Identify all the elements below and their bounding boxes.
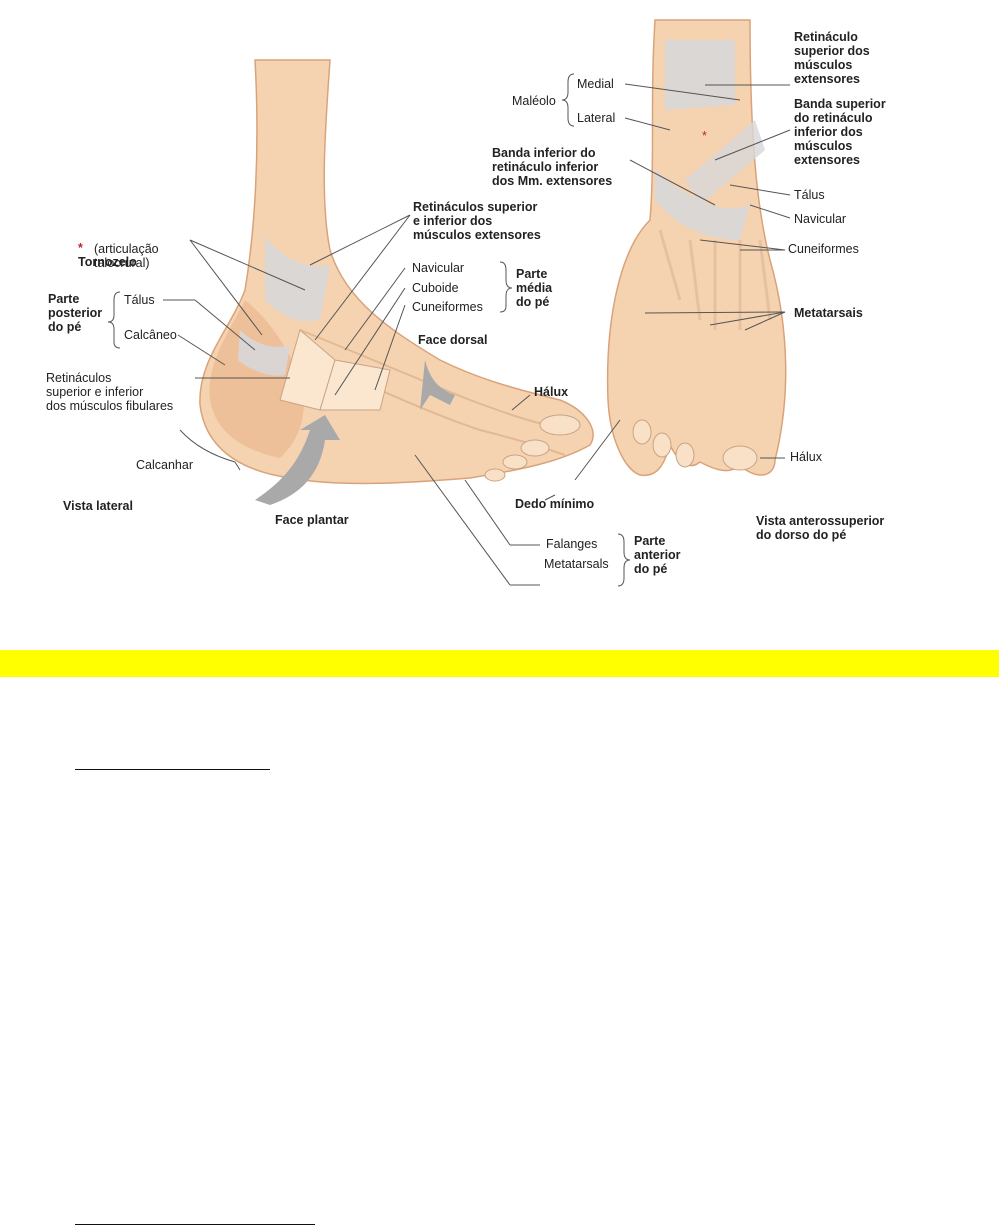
- superior-band-label: Banda superior do retináculo inferior do…: [794, 97, 886, 167]
- malleolus-label: Maléolo: [512, 94, 556, 108]
- medial-malleolus-label: Medial: [577, 77, 614, 91]
- cuneiforms-label-dorsal: Cuneiformes: [788, 242, 859, 256]
- hallux-label-dorsal: Hálux: [790, 450, 822, 464]
- superior-extensor-retinaculum-label: Retináculo superior dos músculos extenso…: [794, 30, 870, 86]
- dorsal-leader-lines: [574, 83, 791, 481]
- lateral-foot-drawing: [199, 59, 594, 485]
- cuboid-label: Cuboide: [412, 281, 459, 295]
- little-toe-label: Dedo mínimo: [515, 497, 595, 511]
- heel-label: Calcanhar: [136, 458, 193, 472]
- inferior-band-label: Banda inferior do retináculo inferior do…: [492, 146, 613, 188]
- ankle-star-mark: *: [78, 241, 83, 255]
- dorsal-view-title: Vista anterossuperior do dorso do pé: [756, 514, 885, 542]
- phalanges-label: Falanges: [546, 537, 598, 551]
- extensor-retinacula-label: Retináculos superior e inferior dos músc…: [413, 200, 541, 242]
- anatomy-figure: * Tornozelo (articulação talocrural) Ret…: [46, 19, 886, 587]
- navicular-label-dorsal: Navicular: [794, 212, 847, 226]
- face-dorsal-arrow: [420, 360, 455, 410]
- highlight-bar: [0, 650, 999, 677]
- midfoot-group-label: Parte média do pé: [516, 267, 553, 309]
- brackets: [107, 73, 631, 587]
- lateral-view-title: Vista lateral: [63, 499, 133, 513]
- metatarsals-label-lateral: Metatarsals: [544, 557, 609, 571]
- forefoot-group-label: Parte anterior do pé: [634, 534, 681, 576]
- face-dorsal-label: Face dorsal: [418, 333, 488, 347]
- dorsal-foot-drawing: [606, 19, 787, 476]
- blank-underline-2: [75, 1224, 315, 1225]
- hindfoot-group-label: Parte posterior do pé: [48, 292, 103, 334]
- foot-illustration: [107, 19, 791, 587]
- dorsal-star-mark: *: [702, 129, 707, 143]
- ankle-label: * Tornozelo: [78, 227, 137, 269]
- face-plantar-arrow: [255, 415, 340, 505]
- hallux-label-lateral: Hálux: [534, 385, 569, 399]
- face-plantar-label: Face plantar: [275, 513, 349, 527]
- talus-label-dorsal: Tálus: [794, 188, 825, 202]
- lateral-malleolus-label: Lateral: [577, 111, 616, 125]
- cuneiforms-label-lateral: Cuneiformes: [412, 300, 483, 314]
- blank-underline-1: [75, 769, 270, 770]
- navicular-label-lateral: Navicular: [412, 261, 465, 275]
- ankle-title: Tornozelo: [78, 255, 137, 269]
- ankle-subtitle: (articulação talocrural): [94, 242, 159, 270]
- fibular-retinacula-label: Retináculos superior e inferior dos músc…: [46, 371, 174, 413]
- talus-label-lateral: Tálus: [124, 293, 155, 307]
- calcaneus-label: Calcâneo: [124, 328, 177, 342]
- lateral-leader-lines: [163, 214, 556, 586]
- metatarsals-label-dorsal: Metatarsais: [794, 306, 863, 320]
